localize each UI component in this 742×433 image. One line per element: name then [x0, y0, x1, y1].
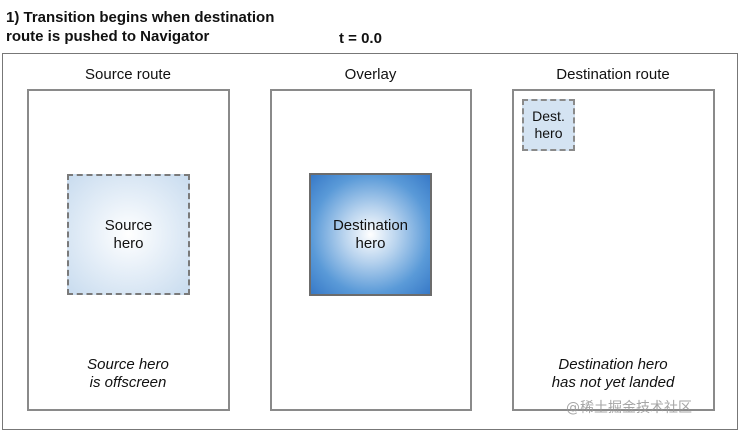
source-route-box — [27, 89, 230, 411]
source-caption: Source hero is offscreen — [27, 356, 229, 392]
heading-line-1: 1) Transition begins when destination — [6, 9, 275, 26]
overlay-title: Overlay — [344, 66, 397, 83]
source-caption-line-1: Source hero — [87, 356, 169, 373]
overlay-hero-label-1: Destination — [332, 216, 409, 234]
heading-line-2: route is pushed to Navigator — [6, 28, 210, 45]
diagram-heading: 1) Transition begins when destination ro… — [6, 8, 274, 46]
watermark: @稀土掘金技术社区 — [566, 400, 692, 416]
dest-hero-label-1: Dest. — [532, 108, 565, 124]
destination-caption: Destination hero has not yet landed — [512, 356, 714, 392]
source-caption-line-2: is offscreen — [89, 374, 167, 391]
destination-caption-line-1: Destination hero — [558, 356, 668, 373]
source-route-title: Source route — [85, 66, 171, 83]
overlay-hero-label-2: hero — [355, 234, 386, 252]
source-hero: Source hero — [67, 174, 190, 295]
destination-hero-placeholder: Dest. hero — [522, 99, 575, 151]
time-label: t = 0.0 — [339, 30, 382, 47]
destination-route-title: Destination route — [556, 66, 670, 83]
overlay-destination-hero: Destination hero — [309, 173, 432, 296]
dest-hero-label-2: hero — [534, 125, 563, 141]
outer-frame — [2, 53, 738, 430]
source-hero-label-2: hero — [113, 234, 144, 252]
source-hero-label-1: Source — [104, 216, 153, 234]
destination-caption-line-2: has not yet landed — [551, 374, 675, 391]
